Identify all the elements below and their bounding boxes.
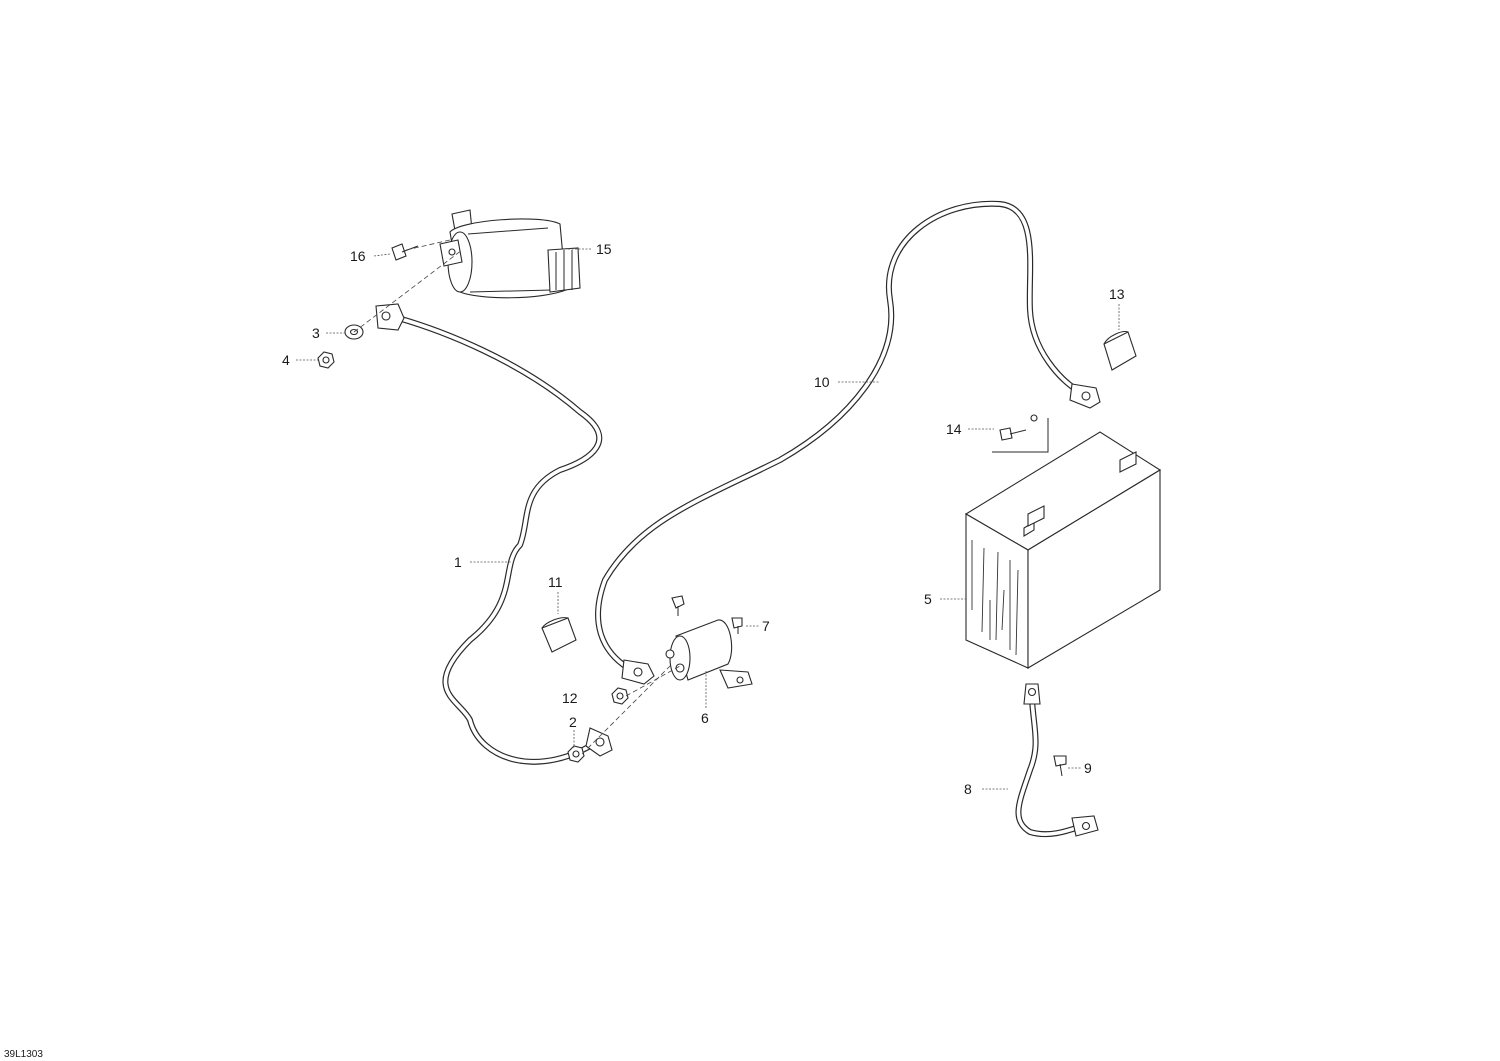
starter-cable[interactable] [375,303,613,765]
callout-11: 11 [548,574,563,590]
callout-12: 12 [562,690,578,706]
nut[interactable] [317,351,335,369]
leader-lines [296,248,1120,790]
callout-5: 5 [924,591,932,607]
callout-7: 7 [762,618,770,634]
callout-13: 13 [1109,286,1125,302]
solenoid-screw[interactable] [671,595,685,616]
screw[interactable] [1053,755,1067,777]
terminal-boot[interactable] [541,617,577,653]
callout-2: 2 [569,714,577,730]
callout-14: 14 [946,421,962,437]
callout-16: 16 [350,248,366,264]
callout-9: 9 [1084,760,1092,776]
callout-4: 4 [282,352,290,368]
drawing-code: 39L1303 [4,1049,43,1060]
negative-cable[interactable] [1015,683,1099,838]
callout-8: 8 [964,781,972,797]
nut[interactable] [567,745,585,763]
positive-cable[interactable] [595,200,1101,685]
starter-motor[interactable] [439,209,581,299]
screw[interactable] [391,243,419,261]
battery[interactable] [964,431,1162,669]
callout-10: 10 [814,374,830,390]
assembly-lines [353,239,681,755]
callout-15: 15 [596,241,612,257]
callout-3: 3 [312,325,320,341]
solenoid[interactable] [665,619,753,689]
callout-6: 6 [701,710,709,726]
bolt[interactable] [992,414,1049,453]
nut[interactable] [611,687,629,705]
terminal-boot[interactable] [1103,331,1137,371]
screw[interactable] [731,617,743,634]
callout-1: 1 [454,554,462,570]
